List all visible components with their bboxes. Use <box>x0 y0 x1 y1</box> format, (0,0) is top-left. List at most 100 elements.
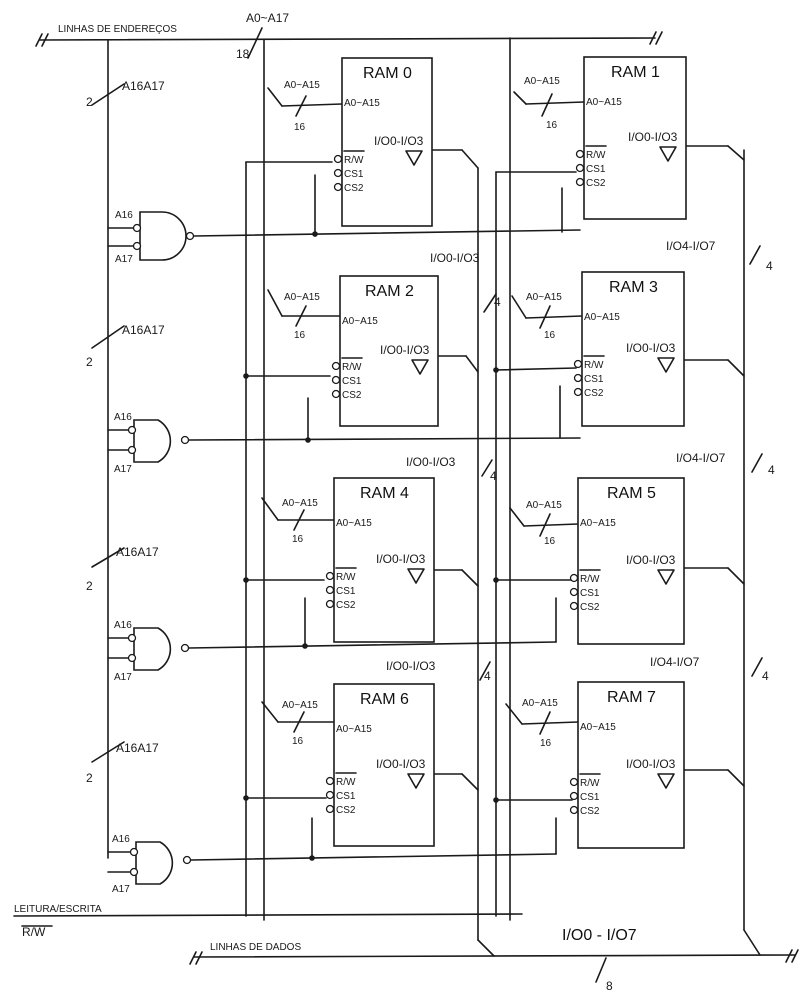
pin-io-label: I/O0-I/O3 <box>626 757 676 771</box>
tristate-icon <box>411 359 429 375</box>
rw-bubble <box>331 361 341 371</box>
addr-width-7: 16 <box>540 738 552 749</box>
pin-io-label: I/O0-I/O3 <box>376 552 426 566</box>
ram-body <box>333 683 435 847</box>
ram-body <box>577 477 685 645</box>
pin-cs2-label: CS2 <box>336 805 356 816</box>
cs2-bubble <box>333 182 343 192</box>
ram-body <box>333 477 435 643</box>
address-bus-range: A0~A17 <box>246 11 289 25</box>
ram-title: RAM 3 <box>609 279 658 296</box>
pin-cs1-label: CS1 <box>580 588 600 599</box>
pin-rw-label: R/W <box>342 362 362 373</box>
io-low-label-3: I/O0-I/O3 <box>386 659 436 673</box>
ram-body <box>339 275 439 427</box>
pin-rw-label: R/W <box>344 155 364 166</box>
io-high-width-3: 4 <box>762 669 769 683</box>
pin-io-label: I/O0-I/O3 <box>628 130 678 144</box>
io-low-label-1: I/O0-I/O3 <box>430 251 480 265</box>
cs1-bubble <box>333 168 343 178</box>
tristate-icon <box>657 569 675 585</box>
cs1-bubble <box>325 790 335 800</box>
pin-addr-label: A0~A15 <box>586 97 622 108</box>
pin-cs1-label: CS1 <box>336 791 356 802</box>
addr-width-5: 16 <box>544 536 556 547</box>
address-distribution: A0~A15 16 A0~A15 16 A0~A15 16 A0~A15 16 … <box>261 37 585 921</box>
cs2-bubble <box>569 805 579 815</box>
pin-cs1-label: CS1 <box>586 164 606 175</box>
address-bus-label: LINHAS DE ENDEREÇOS <box>58 24 177 35</box>
chip-select-wiring <box>188 174 581 861</box>
io-low-width-3: 4 <box>484 669 491 683</box>
cs2-bubble <box>573 387 583 397</box>
data-bus-range: I/O0 - I/O7 <box>562 927 637 944</box>
pin-io-label: I/O0-I/O3 <box>374 134 424 148</box>
gate3-in1: A16 <box>114 620 132 631</box>
io-high-label-3: I/O4-I/O7 <box>650 655 700 669</box>
addr-bundle-7: A0~A15 <box>522 698 558 709</box>
pin-cs2-label: CS2 <box>342 390 362 401</box>
cs1-bubble <box>573 373 583 383</box>
tristate-icon <box>407 773 425 789</box>
nand-gate-2: A16 A17 <box>107 412 190 475</box>
addr-bundle-6: A0~A15 <box>282 700 318 711</box>
tristate-icon <box>659 146 677 162</box>
io-low-width-1: 4 <box>494 295 501 309</box>
pin-cs2-label: CS2 <box>580 602 600 613</box>
pin-cs2-label: CS2 <box>584 388 604 399</box>
ram-body <box>581 271 685 427</box>
cs2-bubble <box>325 599 335 609</box>
pin-addr-label: A0~A15 <box>336 518 372 529</box>
rw-signal: R/W <box>22 925 46 939</box>
rw-bubble <box>325 571 335 581</box>
io-high-width-1: 4 <box>766 259 773 273</box>
address-bus: LINHAS DE ENDEREÇOS A0~A17 18 <box>35 11 663 61</box>
ram-title: RAM 6 <box>360 691 409 708</box>
pin-cs2-label: CS2 <box>580 806 600 817</box>
pin-io-label: I/O0-I/O3 <box>626 553 676 567</box>
cs2-bubble <box>325 804 335 814</box>
gate4-in1: A16 <box>112 834 130 845</box>
tristate-icon <box>657 357 675 373</box>
pin-rw-label: R/W <box>336 572 356 583</box>
rw-bubble <box>573 359 583 369</box>
decoder-label-4: A16A17 <box>116 741 159 755</box>
addr-width-4: 16 <box>292 534 304 545</box>
nand-gate-1: A16 A17 <box>107 210 195 265</box>
rw-distribution: LEITURA/ESCRITA R/W <box>13 161 577 939</box>
data-bus: LINHAS DE DADOS I/O0 - I/O7 8 I/O0-I/O3 … <box>189 145 799 993</box>
decoder-label-3: A16A17 <box>116 545 159 559</box>
decoder-width-4: 2 <box>86 771 93 785</box>
decoder-trunk: 2 A16A17 2 A16A17 2 A16A17 2 A16A17 <box>86 39 165 859</box>
cs1-bubble <box>569 587 579 597</box>
rw-bubble <box>569 777 579 787</box>
pin-cs1-label: CS1 <box>584 374 604 385</box>
gate4-in2: A17 <box>112 884 130 895</box>
cs2-bubble <box>569 601 579 611</box>
pin-cs1-label: CS1 <box>344 169 364 180</box>
io-high-width-2: 4 <box>768 463 775 477</box>
ram-title: RAM 7 <box>607 689 656 706</box>
data-bus-label: LINHAS DE DADOS <box>210 942 301 953</box>
nand-gate-3: A16 A17 <box>107 620 190 683</box>
pin-io-label: I/O0-I/O3 <box>376 757 426 771</box>
addr-width-0: 16 <box>294 122 306 133</box>
io-low-width-2: 4 <box>490 469 497 483</box>
addr-width-6: 16 <box>292 736 304 747</box>
cs1-bubble <box>569 791 579 801</box>
addr-bundle-4: A0~A15 <box>282 498 318 509</box>
pin-cs1-label: CS1 <box>336 586 356 597</box>
pin-rw-label: R/W <box>580 778 600 789</box>
pin-addr-label: A0~A15 <box>336 724 372 735</box>
decoder-width-2: 2 <box>86 355 93 369</box>
addr-bundle-2: A0~A15 <box>284 292 320 303</box>
